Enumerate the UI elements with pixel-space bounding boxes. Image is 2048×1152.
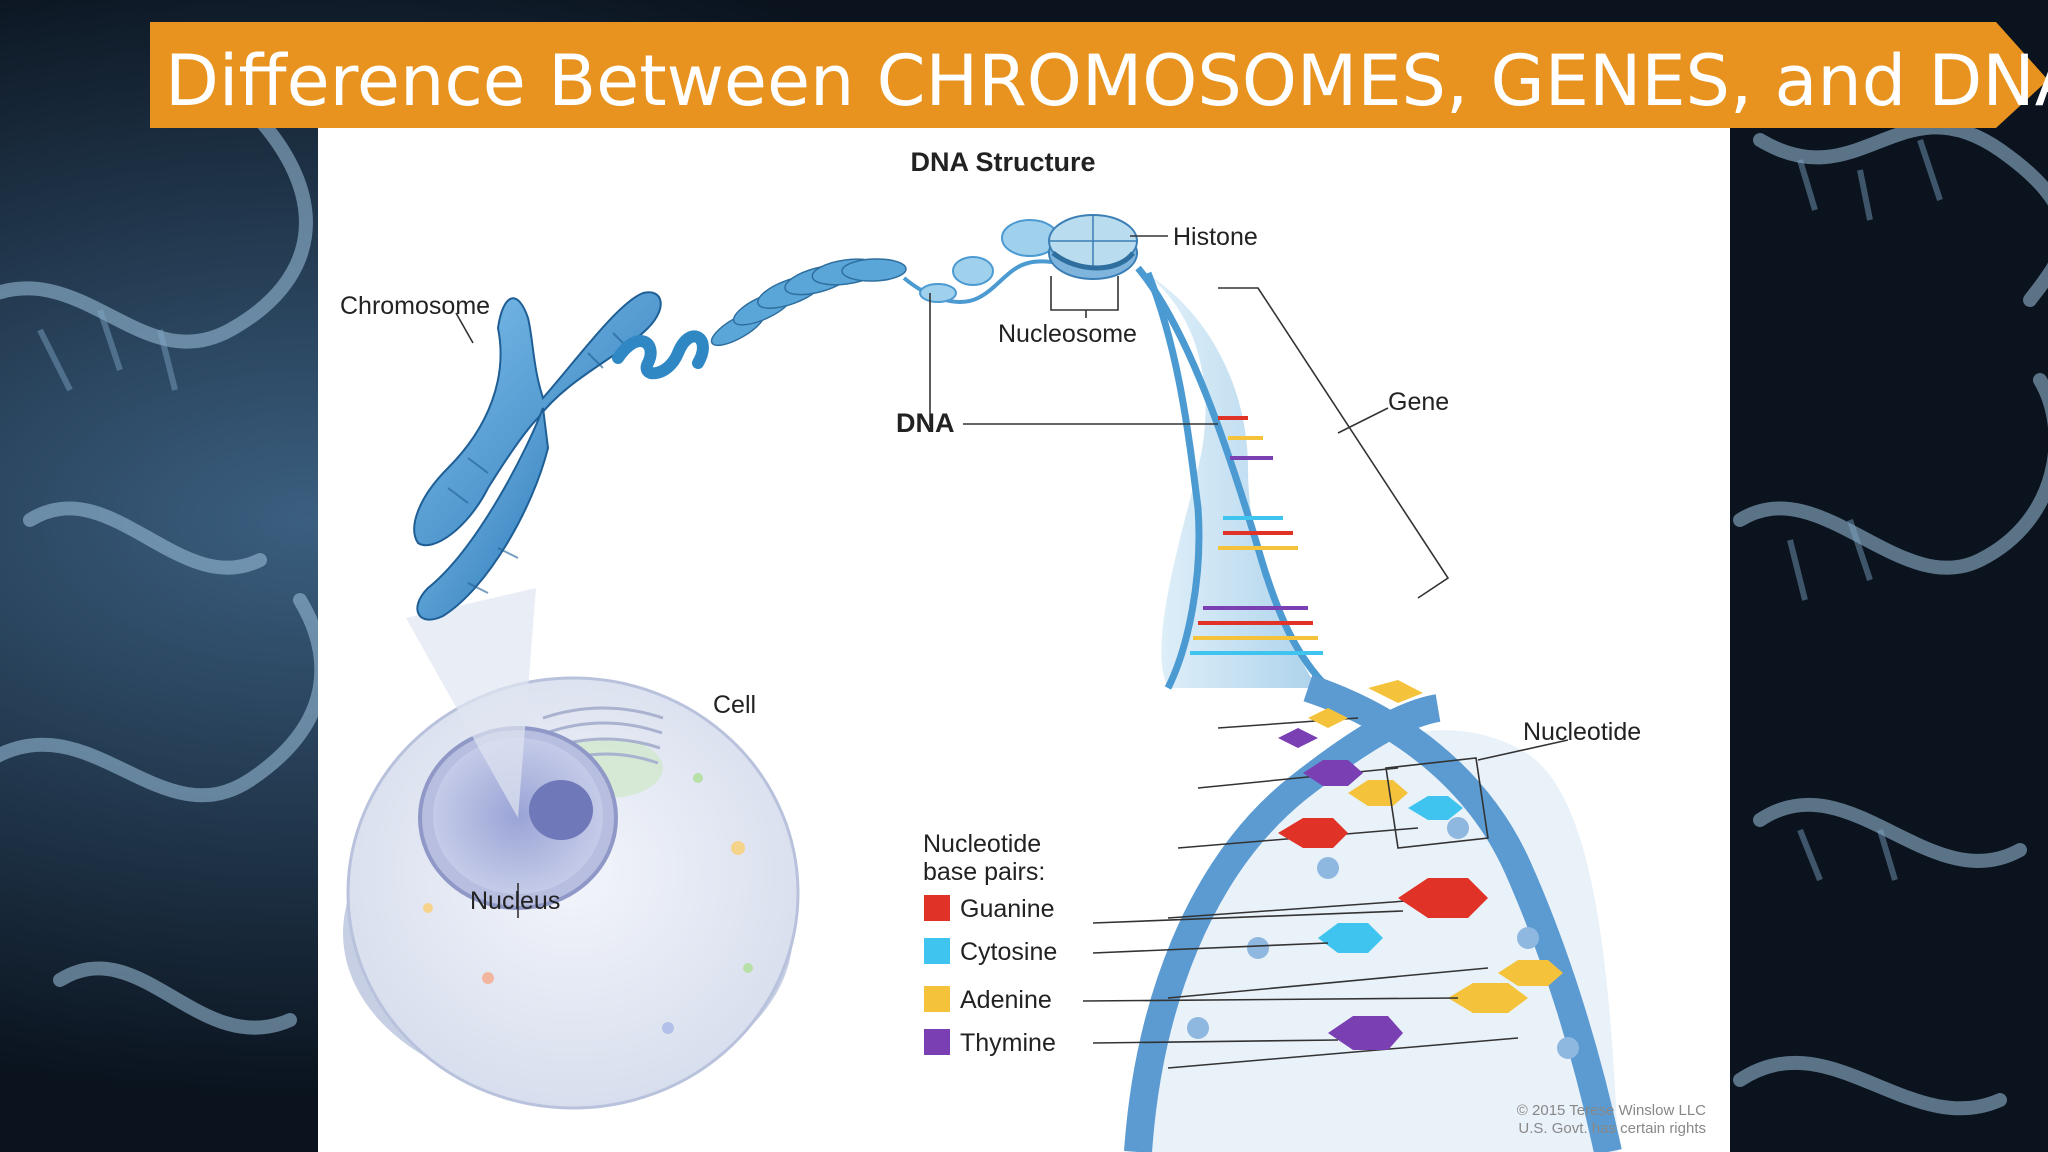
label-cell: Cell <box>713 691 756 719</box>
legend-swatch-cytosine <box>924 938 950 964</box>
label-nucleotide: Nucleotide <box>1523 718 1641 746</box>
label-chromosome: Chromosome <box>340 292 490 320</box>
legend-title-line1: Nucleotide <box>923 830 1041 858</box>
base-pair-legend: Nucleotide base pairs: Guanine Cytosine … <box>923 830 1057 1057</box>
histone-nucleosome <box>1048 214 1138 280</box>
legend-label-guanine: Guanine <box>960 895 1055 923</box>
label-nucleosome: Nucleosome <box>998 320 1137 348</box>
credit-line-2: U.S. Govt. has certain rights <box>1518 1120 1706 1137</box>
figure-heading: DNA Structure <box>910 147 1095 177</box>
credit-line-1: © 2015 Terese Winslow LLC <box>1517 1102 1706 1119</box>
legend-label-cytosine: Cytosine <box>960 938 1057 966</box>
zoom-projection-cone <box>406 588 536 818</box>
label-leader-lines <box>455 235 1569 1044</box>
legend-label-thymine: Thymine <box>960 1029 1056 1057</box>
label-dna: DNA <box>896 408 955 438</box>
legend-label-adenine: Adenine <box>960 986 1052 1014</box>
dna-strand-ribbon <box>1135 265 1331 691</box>
linker-dna-and-nucleosomes <box>902 219 1095 304</box>
chromosome-illustration <box>413 291 662 621</box>
legend-swatch-adenine <box>924 986 950 1012</box>
dna-structure-diagram: DNA Structure <box>340 147 1706 1152</box>
label-histone: Histone <box>1173 223 1258 251</box>
dna-structure-figure: DNA Structure <box>318 128 1730 1152</box>
legend-swatch-guanine <box>924 895 950 921</box>
chromatin-coil <box>612 258 907 380</box>
large-double-helix <box>1124 674 1622 1152</box>
legend-swatch-thymine <box>924 1029 950 1055</box>
legend-title-line2: base pairs: <box>923 858 1045 886</box>
label-gene: Gene <box>1388 388 1449 416</box>
title-banner <box>150 22 2048 128</box>
slide-title: Difference Between CHROMOSOMES, GENES, a… <box>165 40 2048 122</box>
label-nucleus: Nucleus <box>470 887 560 915</box>
